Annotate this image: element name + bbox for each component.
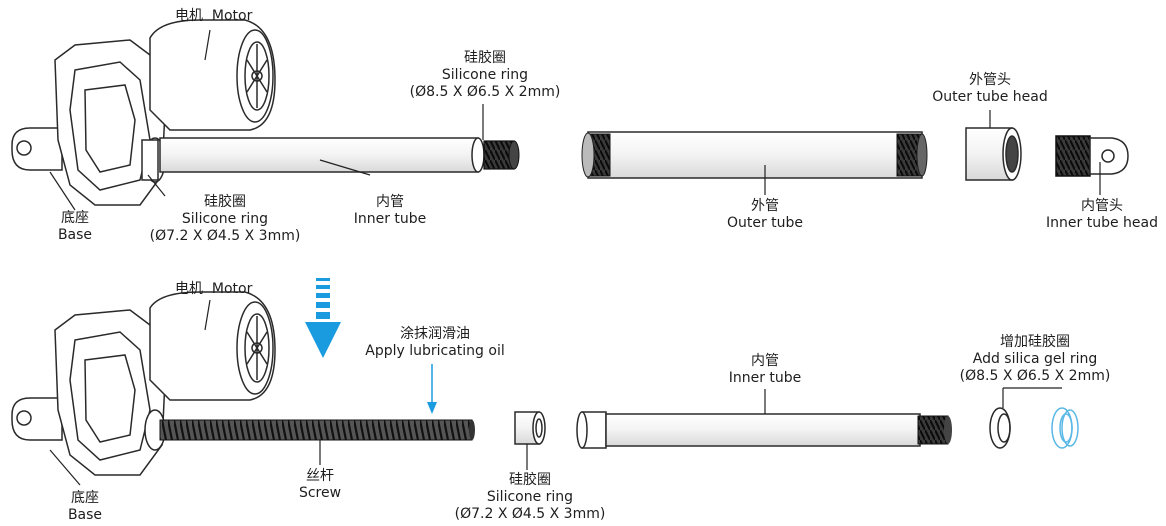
top-inner-tube-head-label: 内管头 Inner tube head: [1046, 198, 1158, 231]
bottom-base-label: 底座 Base: [67, 490, 103, 523]
top-inner-tube-label: 内管 Inner tube: [353, 194, 427, 227]
bottom-actuator-motor: [11, 291, 276, 476]
bottom-inner-tube-label: 内管 Inner tube: [728, 353, 802, 386]
added-silica-gel-ring: [1051, 407, 1079, 449]
bottom-silicone-ring-large: [989, 407, 1011, 449]
top-outer-tube-head-label: 外管头 Outer tube head: [932, 72, 1048, 105]
bottom-inner-tube: [576, 411, 952, 449]
top-motor-label-text: 电机 Motor: [175, 8, 253, 24]
top-inner-tube-head: [1055, 135, 1129, 177]
assembly-direction-arrow: [305, 278, 341, 358]
bottom-silicone-ring-label: 硅胶圈 Silicone ring (Ø7.2 X Ø4.5 X 3mm): [454, 472, 606, 522]
top-actuator-motor: [11, 19, 276, 206]
bottom-lubricate-label: 涂抹润滑油 Apply lubricating oil: [365, 326, 505, 359]
bottom-silicone-ring-small: [514, 411, 546, 445]
bottom-leader-lines: [49, 299, 1062, 486]
top-outer-tube-label: 外管 Outer tube: [726, 198, 804, 231]
bottom-screw-label: 丝杆 Screw: [298, 468, 342, 501]
bottom-motor-label: 电机 Motor: [175, 281, 253, 297]
top-base-label: 底座 Base: [57, 210, 93, 243]
top-outer-tube-head: [965, 127, 1022, 181]
bottom-add-ring-label: 增加硅胶圈 Add silica gel ring (Ø8.5 X Ø6.5 X…: [959, 334, 1111, 384]
top-silicone-ring-large-label: 硅胶圈 Silicone ring (Ø8.5 X Ø6.5 X 2mm): [409, 50, 561, 100]
screw: [159, 419, 475, 441]
top-leader-lines: [49, 29, 1101, 211]
top-silicone-ring-small-label: 硅胶圈 Silicone ring (Ø7.2 X Ø4.5 X 3mm): [149, 194, 301, 244]
lubrication-arrow: [427, 364, 437, 414]
top-outer-tube: [581, 131, 928, 179]
top-inner-tube: [159, 137, 520, 173]
top-motor-label: 电机 Motor: [175, 8, 252, 25]
